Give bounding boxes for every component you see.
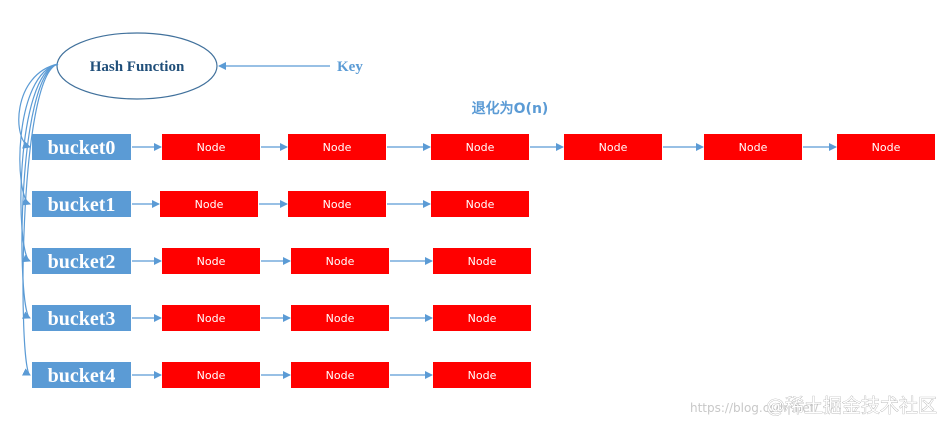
node-box [162, 248, 260, 274]
hash-function-ellipse: Hash Function [56, 32, 218, 100]
bucket-box [32, 305, 131, 331]
bucket-box [32, 248, 131, 274]
node-box [162, 305, 260, 331]
node-box [160, 191, 258, 217]
node-label: Node [326, 369, 355, 382]
bucket-row-1: bucket1 Node Node Node [32, 191, 529, 217]
node-label: Node [599, 141, 628, 154]
node-box [564, 134, 662, 160]
node-label: Node [466, 198, 495, 211]
bucket-row-2: bucket2 Node Node Node [32, 248, 531, 274]
node-box [433, 248, 531, 274]
node-box [431, 191, 529, 217]
hash-curve [21, 63, 59, 376]
node-label: Node [872, 141, 901, 154]
watermark-url: https://blog.csdn.net/ [690, 401, 819, 415]
node-box [291, 248, 389, 274]
node-label: Node [468, 312, 497, 325]
node-box [288, 191, 386, 217]
node-label: Node [468, 255, 497, 268]
node-box [433, 305, 531, 331]
node-label: Node [197, 312, 226, 325]
node-label: Node [466, 141, 495, 154]
node-label: Node [197, 369, 226, 382]
node-label: Node [195, 198, 224, 211]
hash-to-bucket-curves [18, 63, 59, 376]
hash-curve [19, 63, 59, 206]
node-box [291, 305, 389, 331]
node-label: Node [326, 255, 355, 268]
node-label: Node [197, 141, 226, 154]
node-label: Node [739, 141, 768, 154]
bucket-box [32, 191, 131, 217]
hash-curve [21, 63, 59, 319]
node-label: Node [323, 141, 352, 154]
node-label: Node [468, 369, 497, 382]
bucket-label: bucket3 [48, 308, 116, 330]
bucket-label: bucket0 [48, 137, 116, 159]
node-label: Node [323, 198, 352, 211]
bucket-box [32, 134, 131, 160]
node-box [704, 134, 802, 160]
hash-function-label: Hash Function [90, 59, 185, 75]
hash-curve [20, 63, 59, 263]
node-label: Node [197, 255, 226, 268]
bucket-label: bucket2 [48, 251, 116, 273]
watermark: https://blog.csdn.net/ @稀土掘金技术社区 [690, 395, 937, 418]
bucket-row-3: bucket3 Node Node Node [32, 305, 531, 331]
node-box [837, 134, 935, 160]
bucket-box [32, 362, 131, 388]
node-label: Node [326, 312, 355, 325]
bucket-row-4: bucket4 Node Node Node [32, 362, 531, 388]
bucket-label: bucket1 [48, 194, 116, 216]
watermark-brand: @稀土掘金技术社区 [766, 395, 937, 417]
key-label: Key [337, 59, 363, 75]
node-box [291, 362, 389, 388]
node-box [162, 362, 260, 388]
node-box [162, 134, 260, 160]
bucket-row-0: bucket0 Node Node Node Node Node Node [32, 134, 935, 160]
node-box [288, 134, 386, 160]
node-box [431, 134, 529, 160]
degrade-note: 退化为O(n) [472, 100, 549, 117]
node-box [433, 362, 531, 388]
bucket-label: bucket4 [48, 365, 116, 387]
